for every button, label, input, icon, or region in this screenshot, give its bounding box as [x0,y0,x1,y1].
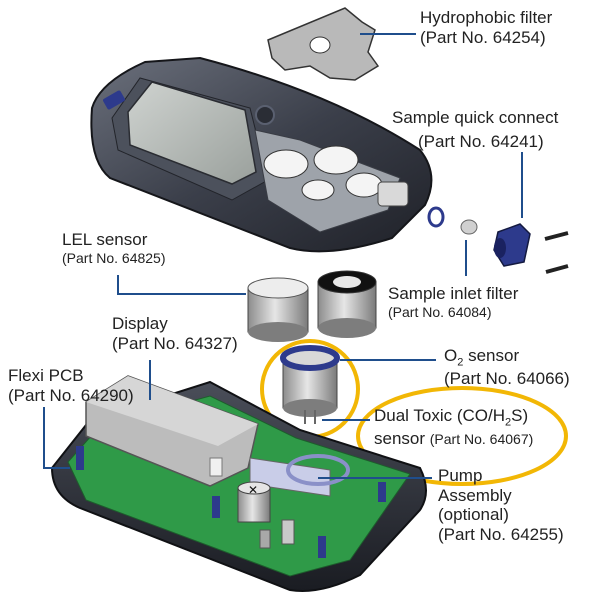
svg-text:✕: ✕ [248,483,258,497]
leader-lel [117,275,246,295]
pump-part-no: (Part No. 64255) [438,524,564,544]
dual-toxic-highlight-ellipse [356,386,568,486]
toxic-sensor-part [317,270,377,338]
label-dual-toxic-sensor: Dual Toxic (CO/H2S) sensor (Part No. 640… [374,406,533,449]
lel-sensor-part [247,277,309,342]
label-o2-sensor: O2 sensor (Part No. 64066) [444,346,570,389]
lel-sensor-part-no: (Part No. 64825) [62,249,166,266]
label-hydrophobic-filter: Hydrophobic filter (Part No. 64254) [420,8,552,47]
pump-line2: Assembly [438,485,512,505]
sample-quick-connect-name: Sample quick connect [392,108,559,127]
top-housing-part [90,56,433,253]
display-name: Display [112,314,168,333]
pump-line3: (optional) [438,505,509,525]
flexi-pcb-part-no: (Part No. 64290) [8,385,134,405]
hydrophobic-filter-part [267,7,380,81]
quick-connect-parts [427,206,569,274]
label-sample-inlet-filter: Sample inlet filter (Part No. 64084) [388,284,518,320]
sample-quick-connect-part-no: (Part No. 64241) [418,131,544,151]
o2-sensor-name: O2 sensor [444,346,520,369]
leader-lines [43,33,523,479]
label-flexi-pcb: Flexi PCB (Part No. 64290) [8,366,134,405]
o2-sensor-part-no: (Part No. 64066) [444,369,570,389]
hydrophobic-filter-part-no: (Part No. 64254) [420,27,546,47]
dual-toxic-part-no: (Part No. 64067) [429,431,534,448]
sample-inlet-filter-name: Sample inlet filter [388,284,519,303]
sample-inlet-filter-part-no: (Part No. 64084) [388,303,492,320]
label-pump-assembly: Pump Assembly (optional) (Part No. 64255… [438,466,564,544]
dual-toxic-name: Dual Toxic (CO/H2S) [374,406,529,429]
leader-flexi-pcb [43,407,70,469]
label-lel-sensor: LEL sensor (Part No. 64825) [62,230,166,266]
display-part-no: (Part No. 64327) [112,333,238,353]
label-display: Display (Part No. 64327) [112,314,238,353]
dual-toxic-sensor-line: sensor (Part No. 64067) [374,429,534,449]
o2-sensor-part [280,345,340,424]
bottom-base-part: ✕ [50,375,427,592]
label-sample-quick-connect: Sample quick connect (Part No. 64241) [392,108,558,151]
flexi-pcb-name: Flexi PCB [8,366,84,385]
hydrophobic-filter-name: Hydrophobic filter [420,8,553,27]
lel-sensor-name: LEL sensor [62,230,148,249]
pump-line1: Pump [438,466,483,485]
